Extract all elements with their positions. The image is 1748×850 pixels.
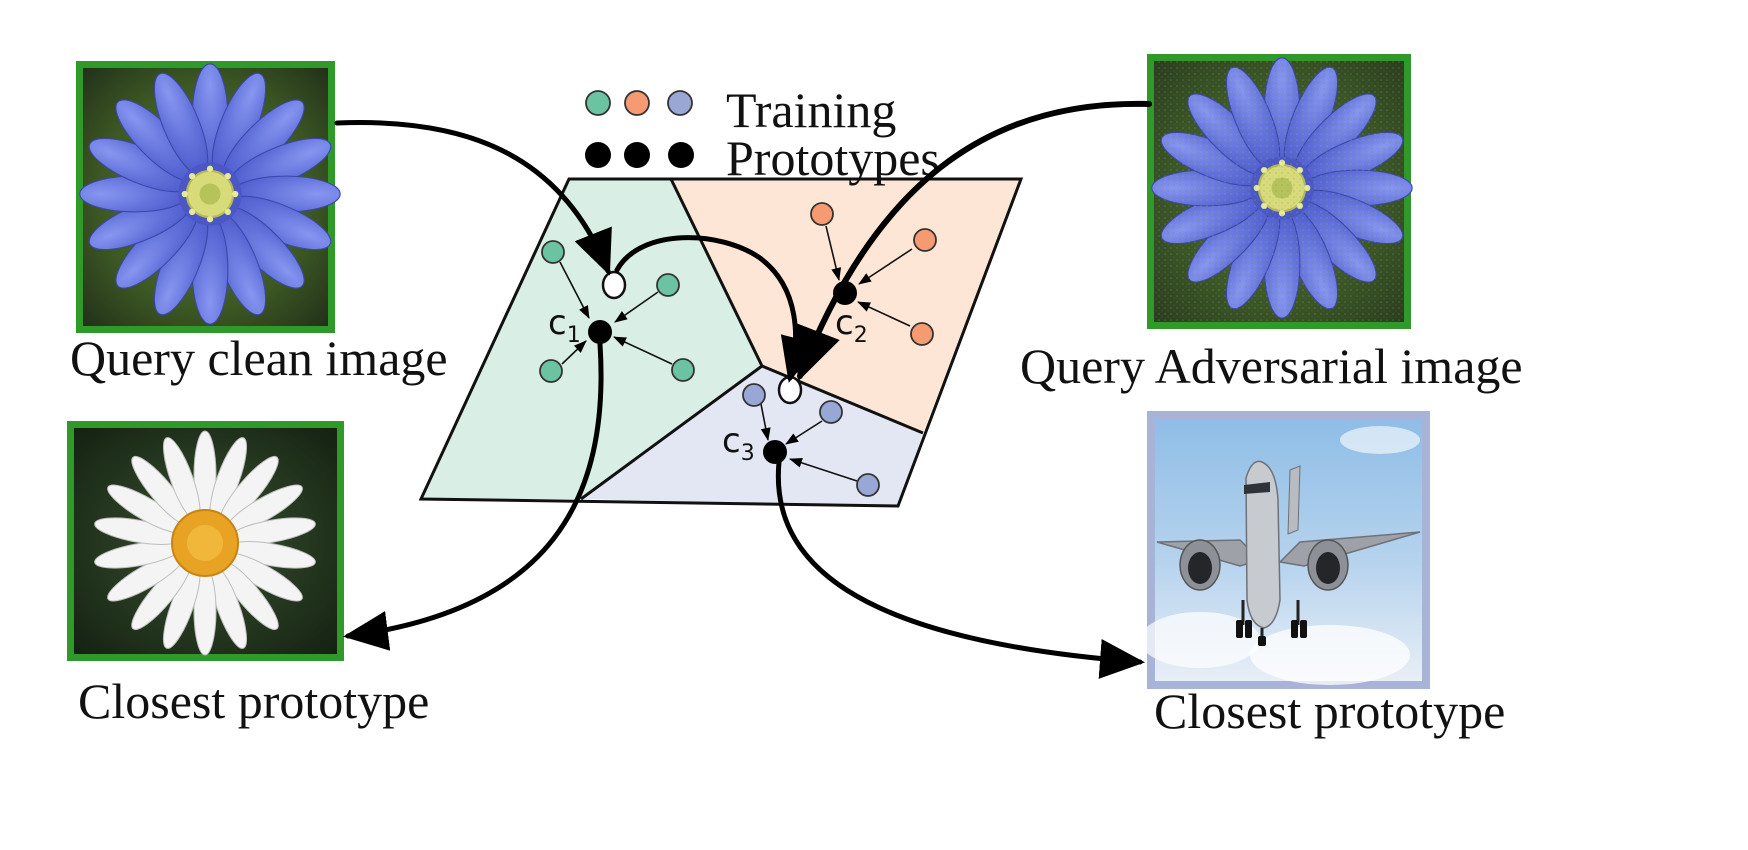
partition-outline <box>418 177 1024 508</box>
arrow-c1-to-closest-left <box>343 341 604 651</box>
region-class-3 <box>581 366 923 506</box>
closest-prototype-left-image <box>67 421 344 661</box>
legend-training-swatch-blue <box>667 90 693 116</box>
training-point-class-3 <box>819 400 843 424</box>
partition-boundary-1 <box>669 178 764 367</box>
prototype-label-c3: c3 <box>722 421 755 466</box>
query-adversarial-image <box>1147 54 1414 329</box>
flow-arrows <box>334 100 1152 679</box>
prototype-c1 <box>588 320 612 344</box>
legend-prototype-swatch <box>585 142 611 168</box>
airplane-icon <box>1156 460 1421 646</box>
legend-prototypes-label: Prototypes <box>726 130 940 186</box>
training-point-class-2 <box>913 228 937 252</box>
caption-query-clean: Query clean image <box>70 330 448 386</box>
training-point-class-1 <box>671 358 695 382</box>
query-clean-image <box>76 61 342 333</box>
legend-training-swatch-green <box>585 90 611 116</box>
partition-boundary-2 <box>580 364 924 501</box>
training-point-class-1 <box>656 273 680 297</box>
legend-prototype-swatch <box>624 142 650 168</box>
training-point-class-3 <box>742 383 766 407</box>
query-adversarial-embedding <box>777 375 803 405</box>
anemone-flower-icon <box>78 62 342 326</box>
legend-training-label: Training <box>726 82 896 138</box>
arrow-adversarial-to-embedding <box>795 100 1152 382</box>
query-clean-embedding <box>601 270 627 300</box>
legend-prototype-swatch <box>668 142 694 168</box>
daisy-flower-icon <box>94 430 316 656</box>
caption-query-adversarial: Query Adversarial image <box>1020 338 1523 394</box>
closest-prototype-right-image <box>1140 411 1430 689</box>
training-point-class-3 <box>856 473 880 497</box>
prototype-label-c1: c1 <box>548 303 581 348</box>
prototype-c3 <box>763 440 787 464</box>
training-points <box>539 202 937 497</box>
training-point-class-1 <box>541 240 565 264</box>
training-to-prototype-arrows <box>559 225 913 482</box>
caption-closest-left: Closest prototype <box>78 673 429 729</box>
feature-space-partition <box>418 177 1024 508</box>
caption-closest-right: Closest prototype <box>1154 683 1505 739</box>
legend-training-swatch-orange <box>624 90 650 116</box>
legend: Training Prototypes <box>585 82 940 186</box>
training-point-class-2 <box>810 202 834 226</box>
training-point-class-1 <box>539 359 563 383</box>
arrow-clean-to-embedding <box>334 120 612 276</box>
training-point-class-2 <box>910 322 934 346</box>
arrow-c3-to-closest-right <box>775 459 1145 679</box>
